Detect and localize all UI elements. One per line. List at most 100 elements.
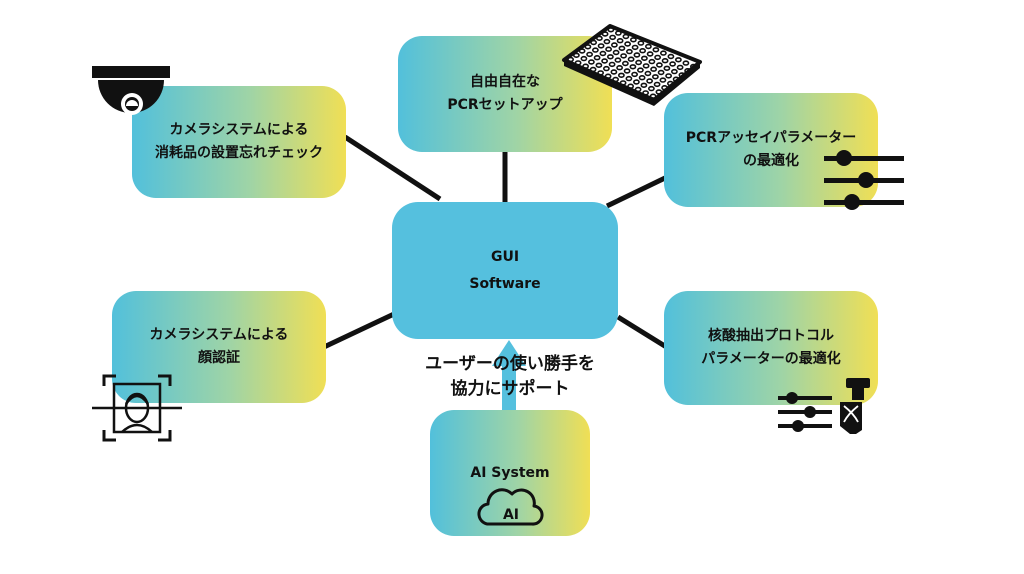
ai-cloud-icon: AI — [477, 488, 544, 526]
plate-well — [597, 70, 604, 76]
node-pcr-assay: PCRアッセイパラメーター の最適化 — [664, 93, 878, 207]
node-pcr-assay-line-2: の最適化 — [743, 153, 799, 169]
plate-well — [604, 73, 612, 79]
node-extraction-line-1: 核酸抽出プロトコル — [708, 327, 834, 344]
plate-well — [607, 27, 615, 33]
plate-well — [654, 54, 661, 61]
node-extraction-line-2: パラメーターの最適化 — [701, 351, 841, 367]
plate-well — [627, 83, 634, 89]
plate-well — [684, 67, 691, 74]
plate-well — [627, 56, 635, 62]
plate-well — [616, 64, 623, 71]
face-scan-icon — [92, 374, 182, 442]
center-line-1: GUI — [490, 248, 520, 265]
plate-well — [661, 84, 668, 91]
plate-well — [637, 40, 645, 46]
center-line-2: Software — [469, 275, 541, 292]
plate-well — [682, 60, 690, 66]
plate-well — [672, 76, 680, 82]
plate-well — [607, 54, 614, 60]
plate-well — [608, 61, 616, 68]
plate-well — [626, 48, 633, 55]
plate-well — [610, 69, 618, 75]
plate-well — [656, 62, 663, 68]
plate-well — [597, 43, 605, 49]
plate-well — [661, 57, 669, 64]
plate-well — [599, 50, 607, 57]
plate-well — [642, 90, 649, 96]
plate-well — [596, 35, 603, 41]
plate-well — [648, 58, 656, 65]
link-extraction — [616, 314, 670, 351]
plate-well — [612, 76, 619, 83]
link-face-auth — [322, 311, 396, 350]
plate-well — [653, 81, 661, 88]
plate-well — [635, 59, 642, 66]
plate-well — [633, 79, 640, 85]
plate-well — [649, 93, 657, 99]
plate-well — [657, 69, 665, 76]
plate-well — [590, 39, 597, 46]
link-pcr-assay — [605, 175, 667, 209]
plate-well — [646, 51, 654, 57]
well-plate-icon — [562, 24, 702, 106]
node-pcr-assay-line-1: PCRアッセイパラメーター — [685, 129, 857, 146]
plate-well — [645, 43, 652, 50]
node-pcr-setup-line-1: 自由自在な — [470, 73, 540, 90]
plate-well — [609, 34, 616, 41]
plate-well — [586, 51, 593, 58]
plate-well — [667, 53, 675, 60]
support-arrow — [492, 340, 526, 410]
plate-well — [592, 47, 599, 53]
plate-well — [648, 85, 655, 92]
node-pcr-setup-line-2: PCRセットアップ — [447, 97, 563, 113]
node-extraction: 核酸抽出プロトコル パラメーターの最適化 — [664, 291, 878, 405]
plate-well — [615, 30, 622, 36]
plate-well — [631, 71, 638, 78]
plate-well — [616, 38, 624, 44]
plate-well — [605, 46, 612, 52]
plate-well — [641, 55, 648, 61]
node-camera-consumables: カメラシステムによる 消耗品の設置忘れチェック — [132, 86, 346, 198]
plate-well — [612, 49, 620, 56]
plate-well — [618, 45, 626, 51]
ai-cloud-icon-text: AI — [503, 507, 519, 523]
plate-well — [631, 44, 639, 51]
plate-well — [629, 64, 637, 70]
plate-well — [619, 80, 627, 86]
plate-well — [676, 64, 684, 71]
plate-well — [623, 68, 631, 74]
plate-well — [601, 31, 609, 37]
support-caption-line-1: ユーザーの使い勝手を — [425, 354, 595, 374]
dome-camera-icon — [92, 66, 170, 115]
plate-well — [614, 57, 622, 63]
plate-well — [624, 41, 631, 47]
plate-well — [652, 47, 660, 53]
plate-well — [611, 42, 618, 48]
dna-sliders-icon — [778, 378, 870, 434]
plate-well — [601, 58, 608, 64]
plate-well — [689, 63, 697, 70]
plate-well — [639, 48, 646, 54]
plate-well — [584, 44, 592, 50]
plate-well — [582, 63, 589, 69]
node-camera-consumables-line-2: 消耗品の設置忘れチェック — [155, 145, 323, 161]
plate-well — [663, 65, 671, 71]
plate-well — [574, 60, 582, 66]
plate-well — [620, 53, 627, 59]
plate-well — [603, 65, 610, 72]
node-camera-consumables-line-1: カメラシステムによる — [169, 121, 309, 138]
plate-well — [650, 66, 657, 72]
plate-well — [660, 50, 667, 56]
plate-well — [671, 68, 678, 75]
plate-well — [618, 72, 625, 78]
plate-well — [603, 38, 611, 45]
plate-well — [652, 74, 659, 80]
plate-well — [567, 56, 574, 63]
plate-well — [630, 37, 637, 43]
plate-well — [622, 60, 629, 67]
plate-well — [589, 66, 597, 73]
link-camera-consumables — [343, 134, 442, 202]
